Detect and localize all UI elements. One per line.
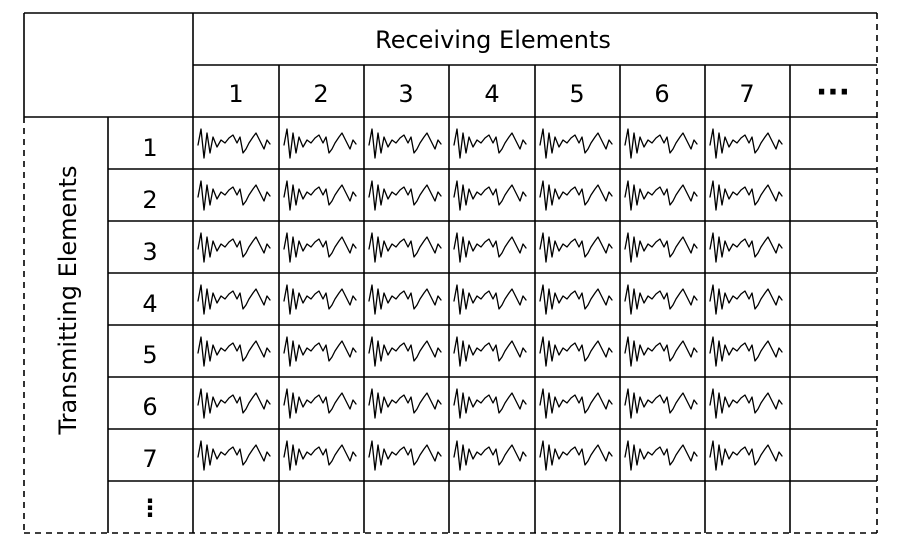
waveform-icon bbox=[283, 180, 357, 211]
waveform-icon bbox=[368, 128, 442, 159]
waveform-icon bbox=[283, 284, 357, 315]
waveform-icon bbox=[539, 440, 613, 471]
row-header-1: 1 bbox=[142, 134, 157, 162]
column-header-4: 4 bbox=[484, 80, 499, 108]
waveform-icon bbox=[539, 180, 613, 211]
column-header-3: 3 bbox=[398, 80, 413, 108]
waveform-icon bbox=[283, 388, 357, 419]
column-header-5: 5 bbox=[569, 80, 584, 108]
column-header-1: 1 bbox=[228, 80, 243, 108]
waveform-icon bbox=[709, 128, 783, 159]
waveform-icon bbox=[368, 388, 442, 419]
waveform-icon bbox=[283, 440, 357, 471]
waveform-icon bbox=[624, 128, 698, 159]
waveform-icon bbox=[368, 336, 442, 367]
waveform-icon bbox=[283, 128, 357, 159]
row-header-4: 4 bbox=[142, 290, 157, 318]
waveform-icon bbox=[624, 284, 698, 315]
column-header-2: 2 bbox=[313, 80, 328, 108]
waveform-icon bbox=[539, 388, 613, 419]
row-header-6: 6 bbox=[142, 393, 157, 421]
column-header-more: ··· bbox=[816, 75, 850, 110]
waveform-icon bbox=[624, 440, 698, 471]
waveform-icon bbox=[197, 232, 271, 263]
waveform-icon bbox=[197, 388, 271, 419]
column-header-7: 7 bbox=[739, 80, 754, 108]
waveform-icon bbox=[539, 284, 613, 315]
waveform-icon bbox=[709, 232, 783, 263]
waveform-icon bbox=[709, 388, 783, 419]
side-title: Transmitting Elements bbox=[54, 166, 82, 436]
waveform-icon bbox=[197, 284, 271, 315]
waveform-icon bbox=[453, 336, 527, 367]
waveform-cells bbox=[197, 128, 783, 471]
waveform-icon bbox=[368, 180, 442, 211]
waveform-icon bbox=[197, 180, 271, 211]
waveform-icon bbox=[283, 232, 357, 263]
column-headers: 1 2 3 4 5 6 7 ··· bbox=[228, 75, 850, 110]
waveform-icon bbox=[709, 180, 783, 211]
waveform-icon bbox=[624, 388, 698, 419]
header-title: Receiving Elements bbox=[375, 26, 611, 54]
waveform-icon bbox=[624, 336, 698, 367]
waveform-icon bbox=[624, 232, 698, 263]
waveform-icon bbox=[709, 336, 783, 367]
row-header-more: ⋮ bbox=[138, 494, 162, 522]
column-header-6: 6 bbox=[654, 80, 669, 108]
waveform-icon bbox=[453, 440, 527, 471]
waveform-icon bbox=[283, 336, 357, 367]
waveform-icon bbox=[453, 128, 527, 159]
waveform-icon bbox=[197, 128, 271, 159]
row-headers: 1 2 3 4 5 6 7 ⋮ bbox=[138, 134, 162, 522]
waveform-icon bbox=[539, 232, 613, 263]
waveform-icon bbox=[539, 128, 613, 159]
waveform-icon bbox=[368, 284, 442, 315]
waveform-icon bbox=[197, 440, 271, 471]
row-header-3: 3 bbox=[142, 238, 157, 266]
waveform-icon bbox=[453, 232, 527, 263]
waveform-icon bbox=[453, 388, 527, 419]
waveform-icon bbox=[197, 336, 271, 367]
waveform-icon bbox=[368, 232, 442, 263]
waveform-icon bbox=[709, 440, 783, 471]
grid-lines bbox=[23, 12, 878, 534]
waveform-icon bbox=[453, 180, 527, 211]
waveform-icon bbox=[453, 284, 527, 315]
waveform-icon bbox=[709, 284, 783, 315]
waveform-icon bbox=[368, 440, 442, 471]
row-header-7: 7 bbox=[142, 445, 157, 473]
row-header-5: 5 bbox=[142, 341, 157, 369]
row-header-2: 2 bbox=[142, 186, 157, 214]
waveform-icon bbox=[539, 336, 613, 367]
waveform-icon bbox=[624, 180, 698, 211]
